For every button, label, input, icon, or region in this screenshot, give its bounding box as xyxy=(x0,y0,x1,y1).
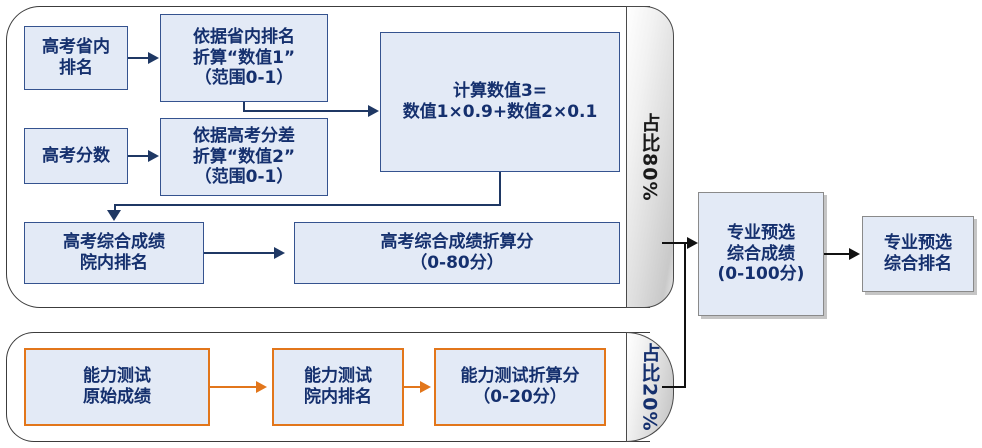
node-value2-conversion[interactable]: 依据高考分差 折算“数值2” （范围0-1） xyxy=(160,118,328,196)
node-line: 高考综合成绩折算分 xyxy=(380,232,534,253)
node-value1-conversion[interactable]: 依据省内排名 折算“数值1” （范围0-1） xyxy=(160,14,328,102)
connector-abilityraw-to-abilityrank xyxy=(210,386,258,388)
node-line: （0-20分） xyxy=(473,387,567,407)
node-line: 能力测试 xyxy=(83,366,151,387)
node-line: 高考综合成绩 xyxy=(63,232,165,253)
node-line: 数值1×0.9+数值2×0.1 xyxy=(402,102,598,122)
connector-comprank-stub xyxy=(114,204,116,212)
weight-label-80: 占比80% xyxy=(638,112,661,202)
connector-group80-out xyxy=(662,242,686,244)
arrowhead-right-icon xyxy=(368,105,379,117)
connector-group20-out xyxy=(662,386,686,388)
node-total-score[interactable]: 专业预选 综合成绩 (0-100分) xyxy=(698,192,824,316)
arrowhead-right-icon xyxy=(849,248,860,260)
node-line: 折算“数值2” xyxy=(192,146,296,167)
arrowhead-right-icon xyxy=(148,150,159,162)
node-line: 能力测试 xyxy=(304,366,372,387)
connector-provrank-to-val1 xyxy=(128,57,148,59)
node-line: 依据高考分差 xyxy=(193,125,295,146)
node-line: 院内排名 xyxy=(304,387,372,407)
node-final-rank[interactable]: 专业预选 综合排名 xyxy=(862,216,974,292)
node-province-rank[interactable]: 高考省内 排名 xyxy=(24,26,128,90)
node-ability-college-rank[interactable]: 能力测试 院内排名 xyxy=(272,348,404,426)
connector-merge-vertical xyxy=(684,242,686,388)
connector-comprank-to-compscore xyxy=(204,252,274,254)
weight-capsule-80: 占比80% xyxy=(626,6,674,308)
node-ability-raw-score[interactable]: 能力测试 原始成绩 xyxy=(24,348,210,426)
connector-val1-to-val3 xyxy=(243,110,368,112)
node-line: 排名 xyxy=(59,58,93,78)
connector-score-to-val2 xyxy=(128,155,148,157)
connector-total-to-finalrank xyxy=(824,253,850,255)
arrowhead-right-icon xyxy=(148,52,159,64)
weight-label-20: 占比20% xyxy=(638,342,661,432)
node-line: 原始成绩 xyxy=(83,387,151,407)
node-line: （范围0-1） xyxy=(194,68,294,89)
connector-val3-down xyxy=(499,172,501,206)
node-line: 专业预选 xyxy=(727,222,795,243)
connector-abilityrank-to-abilityconv xyxy=(404,386,422,388)
node-composite-converted-score[interactable]: 高考综合成绩折算分 （0-80分） xyxy=(294,222,620,284)
arrowhead-right-icon xyxy=(687,237,698,249)
node-line: 计算数值3= xyxy=(452,81,548,102)
node-line: 综合排名 xyxy=(884,254,952,274)
node-line: 高考省内 xyxy=(42,37,110,58)
arrowhead-right-icon xyxy=(420,381,431,393)
node-ability-converted-score[interactable]: 能力测试折算分 （0-20分） xyxy=(434,348,606,426)
node-gaokao-score[interactable]: 高考分数 xyxy=(24,128,128,184)
node-composite-college-rank[interactable]: 高考综合成绩 院内排名 xyxy=(24,222,204,284)
node-line: 综合成绩 xyxy=(727,243,795,264)
node-line: 折算“数值1” xyxy=(192,47,296,68)
arrowhead-right-icon xyxy=(256,381,267,393)
connector-val3-to-comprank xyxy=(114,204,501,206)
node-line: (0-100分) xyxy=(717,264,805,285)
node-line: 专业预选 xyxy=(884,233,952,254)
arrowhead-right-icon xyxy=(274,247,285,259)
node-line: （0-80分） xyxy=(410,253,504,273)
connector-val1-down xyxy=(243,102,245,112)
node-line: 院内排名 xyxy=(80,253,148,273)
node-line: 高考分数 xyxy=(42,145,110,166)
arrowhead-down-icon xyxy=(107,210,121,221)
node-line: 能力测试折算分 xyxy=(460,366,580,387)
node-line: 依据省内排名 xyxy=(193,26,295,47)
node-value3-formula[interactable]: 计算数值3= 数值1×0.9+数值2×0.1 xyxy=(380,32,620,172)
node-line: （范围0-1） xyxy=(194,167,294,188)
